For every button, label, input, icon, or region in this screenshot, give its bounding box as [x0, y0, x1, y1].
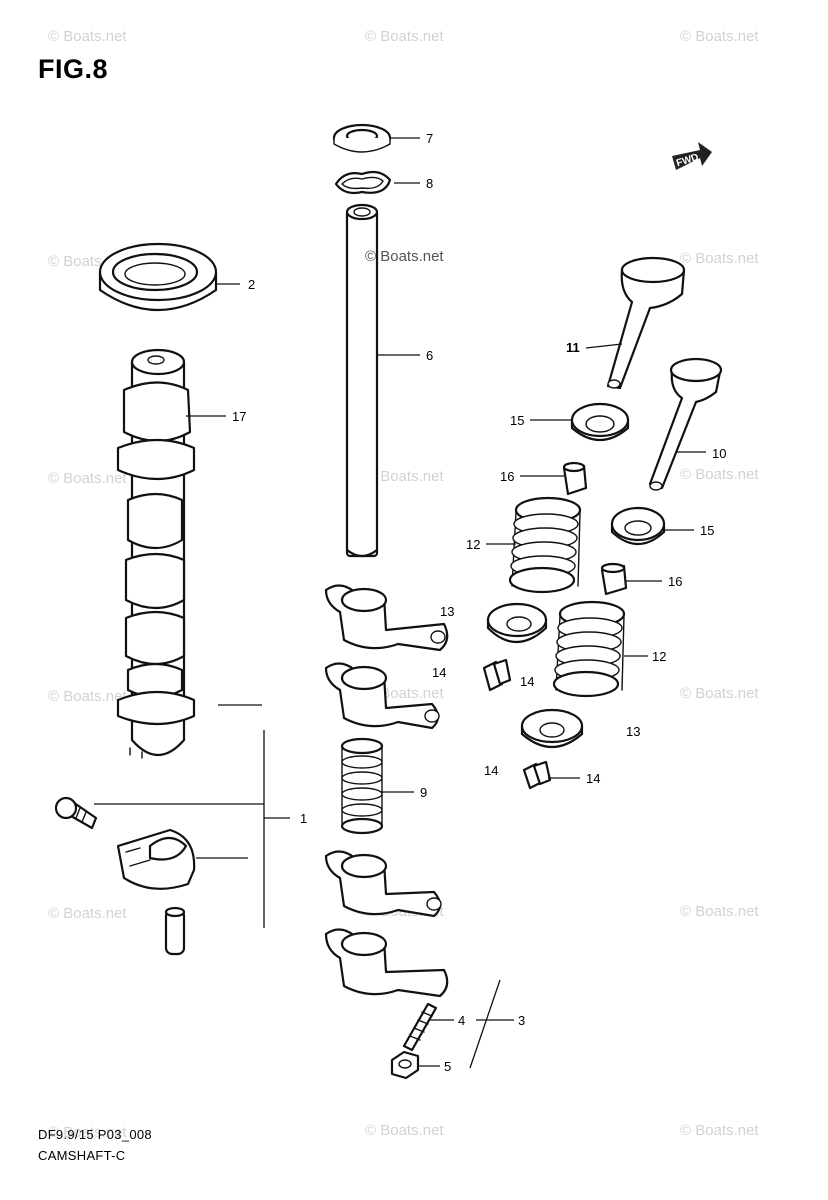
spring-seat-15b [610, 506, 666, 545]
push-tube-6 [345, 203, 379, 558]
callout-15a: 15 [510, 413, 524, 428]
callout-16b: 16 [668, 574, 682, 589]
callout-3: 3 [518, 1013, 525, 1028]
watermark: © Boats.net [365, 28, 444, 45]
camshaft-17 [116, 348, 196, 759]
callout-2: 2 [248, 277, 255, 292]
watermark: © Boats.net [680, 903, 759, 920]
spring-seat-15 [570, 402, 630, 441]
callout-14d: 14 [586, 771, 600, 786]
nut-5 [390, 1050, 420, 1080]
callout-13b: 13 [626, 724, 640, 739]
callout-15b: 15 [700, 523, 714, 538]
holder-part-1 [116, 828, 196, 890]
callout-1: 1 [300, 811, 307, 826]
callout-16a: 16 [500, 469, 514, 484]
bracket-part-1 [94, 730, 290, 928]
callout-12a: 12 [466, 537, 480, 552]
callout-17: 17 [232, 409, 246, 424]
valve-10 [648, 357, 723, 491]
valve-cotter-14 [482, 658, 512, 692]
watermark: © Boats.net [680, 466, 759, 483]
callout-14b: 14 [520, 674, 534, 689]
diagram-code: DF9.9/15 P03_008 [38, 1127, 152, 1142]
rocker-arm-13 [324, 584, 449, 652]
spring-9 [340, 737, 384, 835]
watermark: © Boats.net [680, 685, 759, 702]
callout-6: 6 [426, 348, 433, 363]
callout-12b: 12 [652, 649, 666, 664]
valve-cotter-14b [522, 760, 552, 790]
pin-part-1 [164, 906, 186, 956]
watermark: © Boats.net [680, 1122, 759, 1139]
callout-10: 10 [712, 446, 726, 461]
leader-11 [585, 343, 623, 349]
rocker-arm-14 [324, 662, 440, 730]
valve-spring-12b [552, 600, 626, 698]
watermark: © Boats.net [680, 250, 759, 267]
watermark: © Boats.net [48, 1124, 127, 1141]
callout-8: 8 [426, 176, 433, 191]
callout-5: 5 [444, 1059, 451, 1074]
callout-11: 11 [566, 340, 580, 355]
adjusting-screw-4 [402, 1002, 438, 1052]
bolt-part-1 [54, 796, 98, 830]
stem-seal-16b [600, 562, 628, 596]
valve-spring-12 [508, 496, 582, 594]
stem-seal-16 [562, 461, 588, 496]
watermark: © Boats.net [48, 688, 127, 705]
callout-4: 4 [458, 1013, 465, 1028]
watermark: © Boats.net [680, 28, 759, 45]
callout-9: 9 [420, 785, 427, 800]
forward-arrow-icon: FWD [672, 142, 712, 170]
watermark: © Boats.net [48, 470, 127, 487]
watermark: © Boats.net [365, 468, 444, 485]
callout-14a: 14 [432, 665, 446, 680]
spring-retainer-13 [486, 602, 548, 643]
callout-13a: 13 [440, 604, 454, 619]
watermark: © Boats.net [48, 28, 127, 45]
valve-11 [606, 256, 686, 390]
bracket-part-3 [469, 979, 501, 1069]
o-ring-8 [334, 170, 392, 195]
rocker-arm-lower-1 [324, 850, 442, 918]
fwd-label: FWD [675, 152, 700, 170]
watermark: © Boats.net [365, 1122, 444, 1139]
callout-14c: 14 [484, 763, 498, 778]
figure-title: FIG.8 [38, 54, 109, 84]
oil-seal-7 [332, 123, 392, 153]
watermark: © Boats.net [48, 905, 127, 922]
rocker-arm-lower-2 [324, 928, 449, 998]
spring-retainer-13b [520, 708, 584, 748]
diagram-name: CAMSHAFT-C [38, 1148, 126, 1163]
camshaft-seal-2 [98, 242, 218, 312]
callout-7: 7 [426, 131, 433, 146]
watermark-featured: © Boats.net [365, 248, 444, 265]
